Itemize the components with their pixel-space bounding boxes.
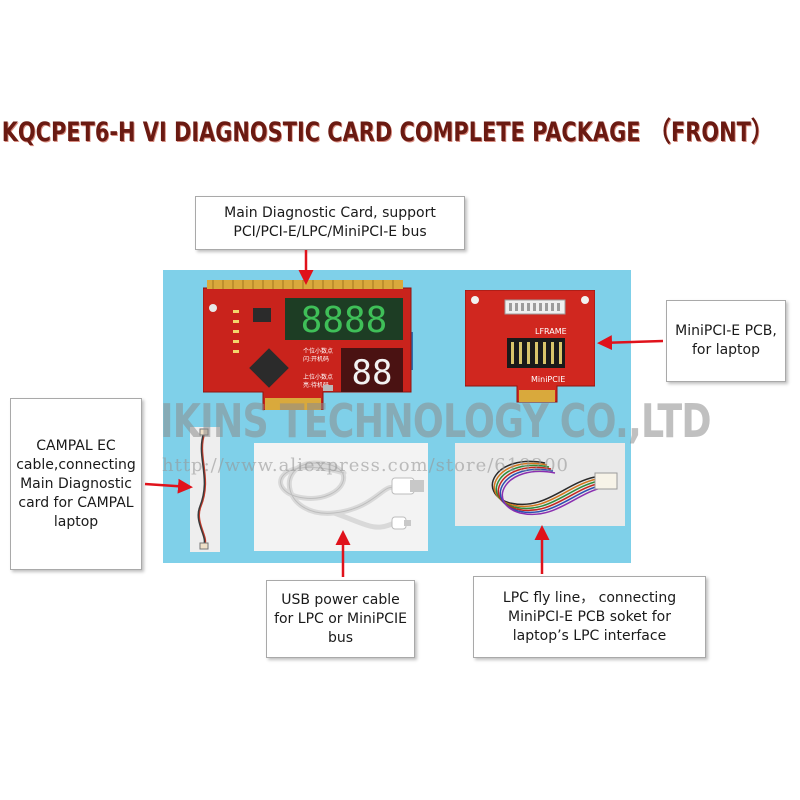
- campal-cable-photo: [190, 427, 220, 552]
- watermark-brand: IKINS TECHNOLOGY CO.,LTD: [160, 394, 711, 448]
- mini-sticker: MiniPCIE: [531, 375, 565, 384]
- callout-campal: CAMPAL EC cable,connecting Main Diagnost…: [10, 398, 142, 570]
- small-display-digits: 88: [352, 353, 393, 393]
- display-digits: 8888: [301, 300, 388, 341]
- minipcie-pcb: LFRAME MiniPCIE: [465, 290, 595, 403]
- card-note-3: 上位小数点: [303, 373, 333, 381]
- lpc-fly-line-photo: [455, 443, 625, 526]
- card-note-1: 个位小数点: [303, 347, 333, 355]
- callout-usb: USB power cable for LPC or MiniPCIE bus: [266, 580, 415, 658]
- card-note-4: 亮:待机码: [303, 381, 329, 389]
- callout-minipcie: MiniPCI-E PCB, for laptop: [666, 300, 786, 382]
- callout-main-card: Main Diagnostic Card, support PCI/PCI-E/…: [195, 196, 465, 250]
- watermark-url: http://www.aliexpress.com/store/619200: [162, 455, 569, 476]
- page-title: KQCPET6-H VI DIAGNOSTIC CARD COMPLETE PA…: [1, 117, 775, 148]
- callout-lpc: LPC fly line， connecting MiniPCI-E PCB s…: [473, 576, 706, 658]
- mini-label: LFRAME: [535, 327, 567, 336]
- card-note-2: 闪:开机码: [303, 355, 329, 363]
- main-diagnostic-card: 8888 88 个位小数点 闪:开机码 上位小数点 亮:待机码: [203, 280, 413, 410]
